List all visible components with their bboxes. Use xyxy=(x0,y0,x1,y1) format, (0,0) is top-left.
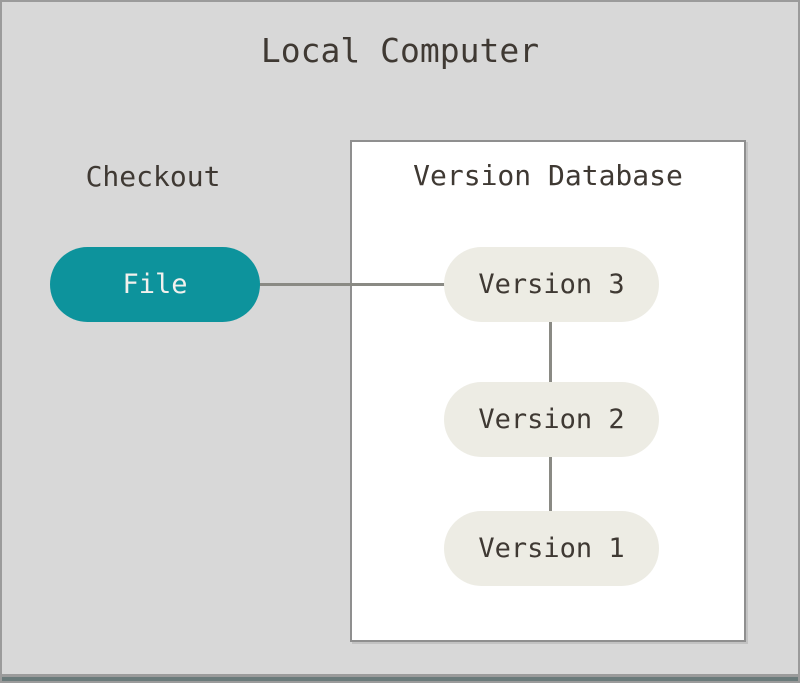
diagram-title: Local Computer xyxy=(260,31,540,70)
file-node: File xyxy=(50,247,260,322)
connector-version3-to-version2 xyxy=(549,320,552,384)
version-database-title: Version Database xyxy=(413,159,683,192)
bottom-edge xyxy=(2,674,798,681)
checkout-label: Checkout xyxy=(85,160,221,193)
connector-version2-to-version1 xyxy=(549,454,552,514)
version3-node: Version 3 xyxy=(444,247,659,322)
connector-file-to-version3 xyxy=(257,283,447,286)
version2-node: Version 2 xyxy=(444,382,659,457)
version1-node: Version 1 xyxy=(444,511,659,586)
